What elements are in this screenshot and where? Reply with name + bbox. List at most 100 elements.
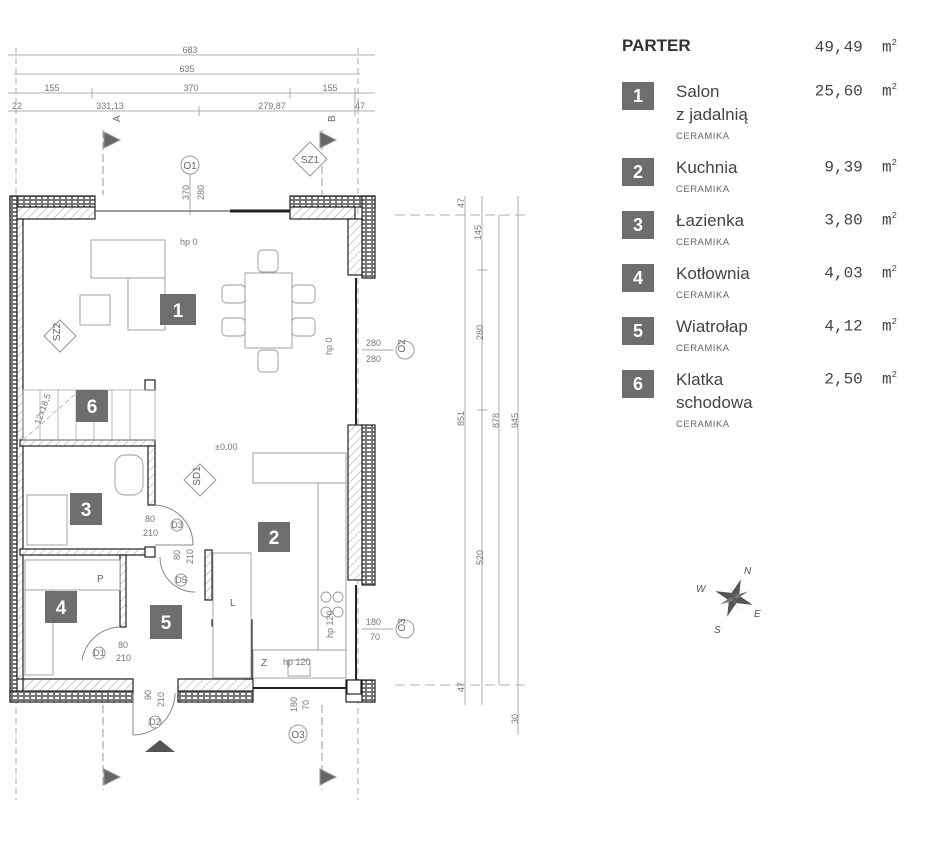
window-tag-o2 bbox=[395, 340, 415, 360]
room-number-badge: 6 bbox=[622, 370, 654, 398]
door-tag-sz1-label: SZ1 bbox=[301, 155, 320, 166]
note: 180 bbox=[289, 697, 299, 712]
door-tag-sz2 bbox=[43, 319, 77, 353]
room-number-badge: 5 bbox=[622, 317, 654, 345]
compass-rose-icon: N E S W bbox=[696, 566, 761, 636]
unit: m bbox=[881, 264, 892, 283]
total-area: 49,49 m2 bbox=[815, 38, 897, 56]
note: 70 bbox=[301, 700, 311, 710]
room-info: Kotłownia CERAMIKA bbox=[676, 262, 897, 301]
dim: 280 bbox=[475, 325, 485, 340]
dimensions-top bbox=[8, 48, 375, 800]
room-flooring: CERAMIKA bbox=[676, 419, 730, 430]
door-tag-d1-label: D1 bbox=[93, 648, 105, 658]
note: 280 bbox=[196, 185, 206, 200]
entrance-arrow bbox=[145, 740, 175, 752]
compass-n: N bbox=[744, 566, 752, 577]
room-name: Łazienka bbox=[676, 211, 745, 230]
doors bbox=[81, 504, 196, 736]
furniture bbox=[24, 239, 347, 679]
unit: m bbox=[881, 82, 892, 101]
dim: 145 bbox=[473, 225, 483, 240]
legend-header: PARTER 49,49 m2 bbox=[622, 36, 897, 66]
door-tag-d2 bbox=[148, 715, 162, 729]
room-name: Kuchnia bbox=[676, 158, 738, 177]
dim: 155 bbox=[44, 83, 59, 93]
unit: m bbox=[881, 211, 892, 230]
door-tag-d2-label: D2 bbox=[149, 717, 161, 727]
dim: 370 bbox=[183, 83, 198, 93]
room-area: 4,03 m2 bbox=[824, 264, 897, 282]
floor-title: PARTER bbox=[622, 36, 691, 55]
room-badge-1: 1 bbox=[173, 301, 184, 322]
room-area-value: 2,50 bbox=[824, 370, 863, 389]
room-area-value: 4,03 bbox=[824, 264, 863, 283]
dim: 22 bbox=[12, 101, 22, 111]
room-name: Klatka schodowa bbox=[676, 370, 753, 412]
note: 80 bbox=[145, 514, 155, 524]
door-tag-d5 bbox=[174, 573, 188, 587]
dim: 47 bbox=[355, 101, 365, 111]
door-tag-sd1 bbox=[183, 463, 217, 497]
note-hp120: hp 120 bbox=[325, 610, 335, 638]
room-info: Salon z jadalnią CERAMIKA bbox=[676, 80, 897, 142]
dim: 47 bbox=[456, 682, 466, 692]
note: 80 bbox=[118, 640, 128, 650]
dim: 47 bbox=[456, 198, 466, 208]
dim: 331,13 bbox=[96, 101, 124, 111]
room-flooring: CERAMIKA bbox=[676, 237, 730, 248]
unit-sup: 2 bbox=[891, 370, 897, 380]
note: 70 bbox=[370, 632, 380, 642]
total-area-value: 49,49 bbox=[814, 38, 863, 56]
compass-w: W bbox=[696, 584, 707, 595]
note: 210 bbox=[116, 653, 131, 663]
unit: m bbox=[881, 38, 892, 56]
unit-sup: 2 bbox=[891, 158, 897, 168]
room-name: Wiatrołap bbox=[676, 317, 748, 336]
note: 210 bbox=[156, 692, 166, 707]
room-number-badge: 2 bbox=[622, 158, 654, 186]
note: 90 bbox=[143, 690, 153, 700]
legend-room-row: 1 Salon z jadalnią CERAMIKA 25,60 m2 bbox=[622, 80, 897, 142]
door-tag-d3 bbox=[170, 518, 184, 532]
unit-sup: 2 bbox=[891, 82, 897, 92]
dim: 155 bbox=[322, 83, 337, 93]
compass-e: E bbox=[754, 609, 761, 620]
room-number-badge: 1 bbox=[622, 82, 654, 110]
stairs-note: 12x18,5 bbox=[32, 392, 52, 426]
window-tag-o3-label: O3 bbox=[397, 618, 408, 632]
note-hp120: hp 120 bbox=[283, 657, 311, 667]
appliance-l: L bbox=[230, 598, 236, 609]
room-info: Klatka schodowa CERAMIKA bbox=[676, 368, 897, 430]
door-tag-d5-label: D5 bbox=[175, 575, 187, 585]
note: 80 bbox=[172, 550, 182, 560]
door-tag-d1 bbox=[92, 646, 106, 660]
dim-total-width: 683 bbox=[182, 45, 197, 55]
room-badges: 1 2 3 4 5 6 bbox=[45, 294, 290, 639]
door-tag-sz1 bbox=[292, 141, 328, 177]
room-number-badge: 4 bbox=[622, 264, 654, 292]
dim: 878 bbox=[491, 413, 501, 428]
door-tag-sz2-label: SZ2 bbox=[52, 322, 63, 341]
unit-sup: 2 bbox=[891, 211, 897, 221]
room-area-value: 4,12 bbox=[824, 317, 863, 336]
floor-plan: 683 635 155 370 155 22 331,13 279,87 47 … bbox=[8, 45, 530, 800]
room-flooring: CERAMIKA bbox=[676, 184, 730, 195]
legend-room-row: 3 Łazienka CERAMIKA 3,80 m2 bbox=[622, 209, 897, 248]
dim-width: 635 bbox=[179, 64, 194, 74]
room-flooring: CERAMIKA bbox=[676, 343, 730, 354]
note-hp0: hp 0 bbox=[180, 237, 198, 247]
legend-room-row: 6 Klatka schodowa CERAMIKA 2,50 m2 bbox=[622, 368, 897, 430]
room-info: Kuchnia CERAMIKA bbox=[676, 156, 897, 195]
room-area-value: 25,60 bbox=[814, 82, 863, 101]
room-flooring: CERAMIKA bbox=[676, 290, 730, 301]
unit-sup: 2 bbox=[891, 317, 897, 327]
note: 210 bbox=[185, 549, 195, 564]
room-legend: PARTER 49,49 m2 1 Salon z jadalnią CERAM… bbox=[622, 36, 897, 430]
room-name: Salon z jadalnią bbox=[676, 82, 748, 124]
room-area-value: 3,80 bbox=[824, 211, 863, 230]
section-markers bbox=[102, 130, 338, 790]
note: 370 bbox=[181, 185, 191, 200]
room-area: 25,60 m2 bbox=[815, 82, 897, 100]
room-area: 9,39 m2 bbox=[824, 158, 897, 176]
